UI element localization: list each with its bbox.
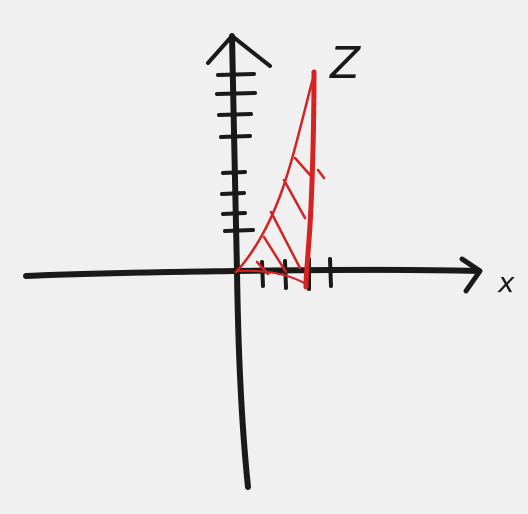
hatch-line [293,156,313,178]
y-tick [220,191,246,196]
curve-z-left-edge [234,72,316,274]
y-tick [219,134,252,139]
curve-z [234,69,326,290]
x-tick [283,259,288,290]
y-axis-ticks [215,72,257,233]
x-tick [328,257,333,288]
axes [23,33,483,490]
y-tick [221,211,247,216]
curve-z-base [237,269,307,285]
curve-z-right-edge [303,69,317,290]
hatched-region [255,156,326,276]
y-tick [217,112,253,117]
y-tick [216,72,256,77]
y-axis-arrowhead [206,34,272,68]
hatch-line [282,178,307,220]
x-tick [260,260,265,288]
y-tick [221,170,247,175]
hatch-line [269,210,302,270]
y-tick [215,91,257,96]
hatch-line [262,235,288,274]
y-tick [223,228,255,233]
hatch-line [316,168,326,180]
x-axis-label: x [497,266,515,299]
x-axis-arrowhead [459,256,483,294]
hatch-line [255,260,270,276]
curve-z-label: Z [329,38,361,89]
